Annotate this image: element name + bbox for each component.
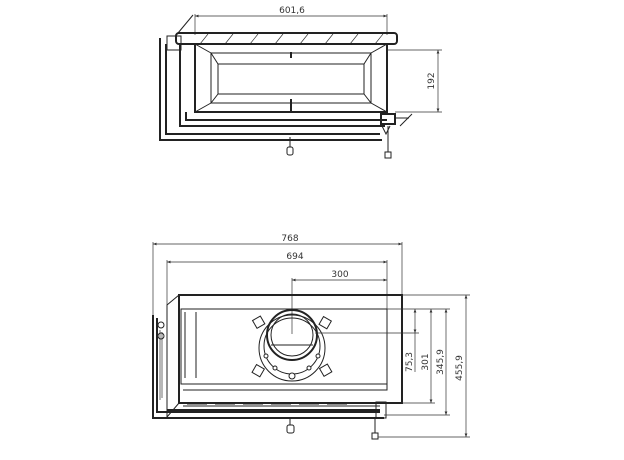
width-dimension-label: 601,6 [279,6,305,16]
inner-width-label: 694 [286,252,303,262]
front-view: 768 694 300 [152,234,470,440]
frame-height-label: 345,9 [436,349,446,375]
overall-width-label: 768 [281,234,298,244]
total-height-label: 455,9 [455,355,465,381]
flue-height-label: 75,3 [405,352,415,372]
flue-collar [251,309,333,382]
flue-offset-label: 300 [331,270,348,280]
opening-height-label: 301 [421,353,431,370]
height-dimension-label: 192 [427,72,437,89]
top-view: 601,6 192 [159,6,442,159]
